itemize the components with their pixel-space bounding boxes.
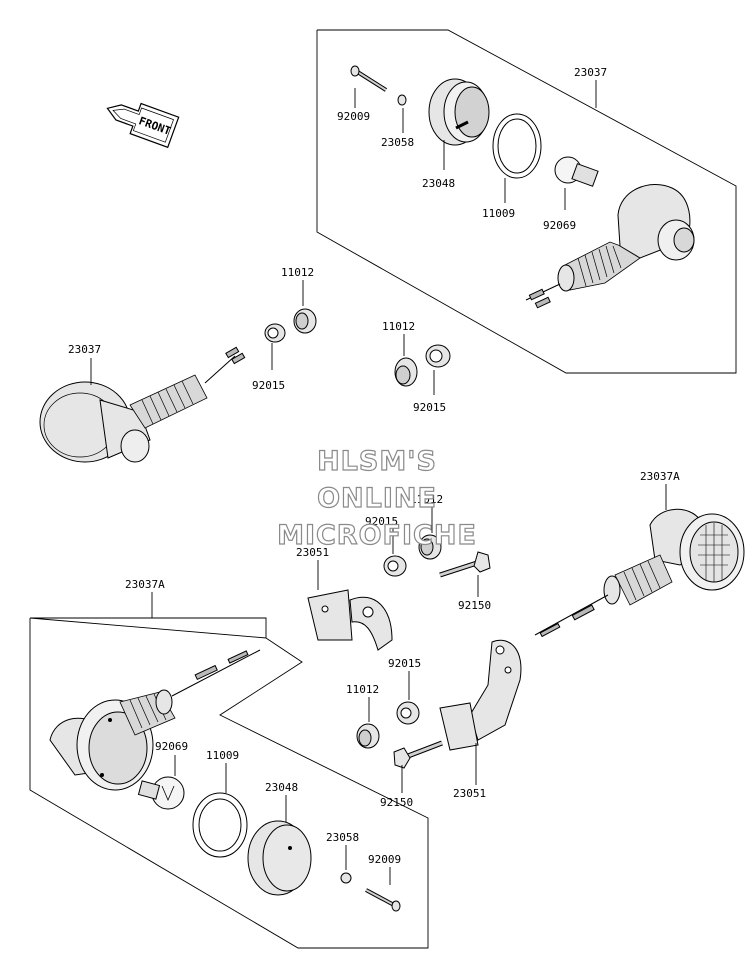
signal-housing-23037A-right (534, 508, 745, 638)
label-92009-bottom: 92009 (368, 853, 401, 866)
label-23037-left: 23037 (68, 343, 101, 356)
leader-lines (90, 80, 667, 885)
gasket-11009-top (492, 113, 542, 179)
watermark-line-1: HLSM'S (317, 446, 437, 477)
bracket-23051-b (439, 639, 522, 751)
label-92015-d: 92015 (388, 657, 421, 670)
label-92069-bottom: 92069 (155, 740, 188, 753)
grommet-11012-a (293, 308, 317, 334)
watermark-line-2: ONLINE (317, 483, 437, 514)
nut-92015-b (425, 344, 451, 368)
lens-23048-bottom (247, 820, 312, 896)
nut-92015-a (264, 323, 286, 343)
label-92150-c: 92150 (458, 599, 491, 612)
bracket-23051-a (307, 589, 393, 651)
bottom-group-outline-2 (29, 618, 429, 949)
label-11009-bottom: 11009 (206, 749, 239, 762)
label-23051-b: 23051 (453, 787, 486, 800)
part-labels: 23037 92009 23058 23048 11009 92069 1101… (68, 66, 680, 866)
label-92015-a: 92015 (252, 379, 285, 392)
label-11012-c: 11012 (410, 493, 443, 506)
label-23037-top: 23037 (574, 66, 607, 79)
lens-23048-top (428, 78, 490, 146)
label-92150-d: 92150 (380, 796, 413, 809)
washer-23058-top (397, 94, 407, 106)
screw-92009-top (350, 65, 388, 92)
label-11012-b: 11012 (382, 320, 415, 333)
washer-23058-bottom (340, 872, 352, 884)
top-group-outline (316, 29, 737, 374)
nut-92015-d (396, 701, 420, 725)
label-11009-top: 11009 (482, 207, 515, 220)
grommet-11012-c (418, 534, 442, 560)
bulb-92069-bottom (137, 776, 185, 810)
watermark-line-3: MICROFICHE (277, 520, 477, 551)
bulb-92069-top (554, 156, 599, 187)
bolt-92150-d (393, 740, 443, 769)
grommet-11012-d (356, 723, 380, 749)
label-23048-top: 23048 (422, 177, 455, 190)
label-23051-a: 23051 (296, 546, 329, 559)
screw-92009-bottom (365, 888, 401, 912)
label-92009-top: 92009 (337, 110, 370, 123)
watermark: HLSM'S ONLINE MICROFICHE (276, 445, 477, 551)
label-23037A-right: 23037A (640, 470, 680, 483)
front-arrow-icon: FRONT (106, 102, 180, 149)
label-23058-bottom: 23058 (326, 831, 359, 844)
label-23048-bottom: 23048 (265, 781, 298, 794)
gasket-11009-bottom (192, 792, 248, 858)
label-23037A-left: 23037A (125, 578, 165, 591)
bottom-group-outline (29, 617, 267, 639)
signal-housing-23037-top (525, 184, 695, 309)
label-11012-a: 11012 (281, 266, 314, 279)
signal-housing-23037A-left (49, 649, 261, 791)
label-11012-d: 11012 (346, 683, 379, 696)
label-92015-b: 92015 (413, 401, 446, 414)
signal-housing-23037-left (39, 346, 246, 463)
label-23058-top: 23058 (381, 136, 414, 149)
label-92015-c: 92015 (365, 515, 398, 528)
grommet-11012-b (394, 357, 418, 387)
bolt-92150-c (439, 551, 491, 578)
label-92069-top: 92069 (543, 219, 576, 232)
nut-92015-c (383, 555, 407, 577)
